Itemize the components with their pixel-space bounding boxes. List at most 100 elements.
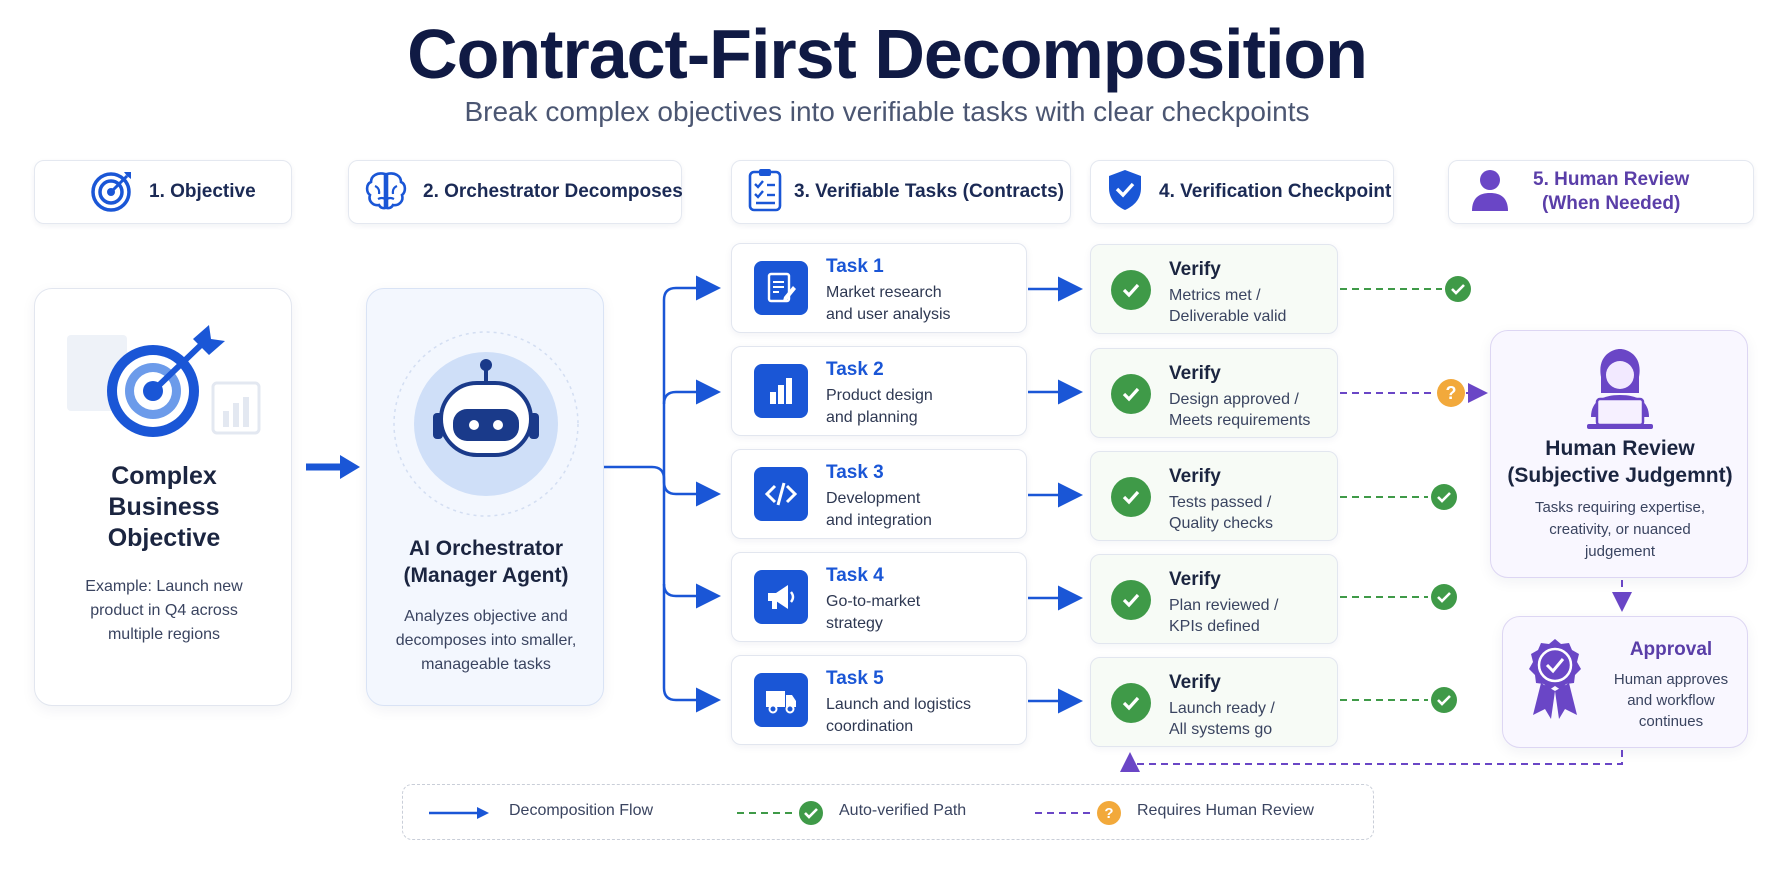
robot-icon: [393, 331, 579, 517]
megaphone-icon: [754, 570, 808, 624]
verify-description: Plan reviewed / KPIs defined: [1169, 595, 1334, 637]
task-name: Task 5: [826, 668, 884, 689]
task-name: Task 2: [826, 359, 884, 380]
objective-card: Complex Business Objective Example: Laun…: [34, 288, 292, 706]
human-review-card: Human Review (Subjective Judgemnt) Tasks…: [1490, 330, 1748, 578]
orchestrator-description: Analyzes objective and decomposes into s…: [381, 605, 591, 677]
page-subtitle: Break complex objectives into verifiable…: [464, 96, 1310, 127]
verify-desc-line: Quality checks: [1169, 515, 1274, 532]
document-edit-icon: [754, 261, 808, 315]
bar-chart-icon: [754, 364, 808, 418]
checklist-icon: [746, 168, 786, 217]
verify-card: Verify Design approved /Meets requiremen…: [1090, 348, 1338, 438]
auto-verified-swatch-icon: [737, 801, 823, 825]
stage-label: 1. Objective: [149, 181, 256, 202]
stage-orchestrator: 2. Orchestrator Decomposes: [348, 160, 683, 224]
verify-title: Verify: [1169, 259, 1221, 280]
task-desc-line: Go-to-market: [826, 593, 921, 610]
verify-card: Verify Tests passed /Quality checks: [1090, 451, 1338, 541]
stage-tasks: 3. Verifiable Tasks (Contracts): [731, 160, 1071, 224]
stage-label: 2. Orchestrator Decomposes: [423, 181, 683, 202]
verify-desc-line: Plan reviewed /: [1169, 597, 1279, 614]
decomposition-flow-swatch-icon: [429, 807, 489, 819]
verify-desc-line: All systems go: [1169, 721, 1273, 738]
stage-objective: 1. Objective: [34, 160, 292, 224]
svg-text:?: ?: [1104, 805, 1113, 822]
orchestrator-title-line: (Manager Agent): [403, 564, 569, 587]
task-name: Task 4: [826, 565, 884, 586]
verify-desc-line: Meets requirements: [1169, 412, 1311, 429]
verify-title: Verify: [1169, 466, 1221, 487]
verify-description: Design approved / Meets requirements: [1169, 389, 1334, 431]
legend-auto-label: Auto-verified Path: [839, 802, 967, 819]
stage-human-review: 5. Human Review (When Needed): [1448, 160, 1754, 224]
verify-title: Verify: [1169, 569, 1221, 590]
verify-desc-line: Deliverable valid: [1169, 308, 1287, 325]
verify-desc-line: Launch ready /: [1169, 700, 1275, 717]
human-review-desc-line: creativity, or nuanced: [1549, 521, 1691, 538]
question-icon: ?: [1437, 379, 1465, 407]
task-name: Task 1: [826, 256, 884, 277]
objective-desc-line: multiple regions: [107, 626, 221, 643]
stage-label-line: 5. Human Review: [1533, 169, 1690, 190]
check-circle-icon: [1111, 477, 1151, 517]
objective-to-orchestrator-arrow: [306, 455, 360, 479]
task-desc-line: and user analysis: [826, 306, 951, 323]
legend-decomposition-label: Decomposition Flow: [509, 802, 654, 819]
legend-human-label: Requires Human Review: [1137, 802, 1314, 819]
auto-check-icon: [1431, 484, 1457, 510]
approval-card: Approval Human approves and workflow con…: [1502, 616, 1748, 748]
approval-title: Approval: [1629, 639, 1713, 660]
page-title: Contract-First Decomposition: [407, 15, 1368, 93]
verify-desc-line: Metrics met /: [1169, 287, 1261, 304]
verify-desc-line: KPIs defined: [1169, 618, 1260, 635]
verify-desc-line: Design approved /: [1169, 391, 1299, 408]
task-desc-line: Product design: [826, 387, 933, 404]
approval-desc-line: and workflow: [1627, 692, 1715, 709]
human-review-desc-line: Tasks requiring expertise,: [1534, 499, 1706, 516]
human-review-title-line: Human Review: [1545, 437, 1695, 460]
auto-check-icon: [1431, 584, 1457, 610]
task-desc-line: Market research: [826, 284, 942, 301]
auto-verified-paths: [1340, 288, 1442, 701]
approval-desc-line: continues: [1638, 713, 1704, 730]
verify-description: Launch ready / All systems go: [1169, 698, 1334, 740]
reviewer-laptop-icon: [1587, 349, 1653, 429]
brain-icon: [363, 168, 409, 217]
stage-label: 5. Human Review (When Needed): [1533, 168, 1689, 216]
orchestrator-title: AI Orchestrator (Manager Agent): [367, 535, 605, 589]
target-illustration-icon: [67, 325, 261, 437]
objective-title-line: Complex: [111, 462, 217, 490]
verify-card: Verify Launch ready /All systems go: [1090, 657, 1338, 747]
stage-verification: 4. Verification Checkpoint: [1090, 160, 1394, 224]
objective-title-line: Objective: [107, 524, 221, 552]
auto-check-icon: [1431, 687, 1457, 713]
svg-text:?: ?: [1446, 383, 1457, 403]
verify-card: Verify Plan reviewed / KPIs defined: [1090, 554, 1338, 644]
check-circle-icon: [1111, 683, 1151, 723]
orchestrator-title-line: AI Orchestrator: [408, 537, 564, 560]
task-name: Task 3: [826, 462, 884, 483]
verify-card: Verify Metrics met / Deliverable valid: [1090, 244, 1338, 334]
orchestrator-desc-line: Analyzes objective and: [404, 608, 568, 625]
task-description: Market research and user analysis: [826, 282, 1016, 326]
verify-description: Metrics met / Deliverable valid: [1169, 285, 1334, 327]
orchestrator-card: AI Orchestrator (Manager Agent) Analyzes…: [366, 288, 604, 706]
human-review-desc-line: judgement: [1584, 543, 1656, 560]
person-icon: [1469, 168, 1511, 217]
target-icon: [91, 168, 135, 217]
human-review-title-line: (Subjective Judgemnt): [1507, 464, 1733, 487]
human-review-swatch-icon: ?: [1035, 801, 1121, 825]
objective-desc-line: product in Q4 across: [90, 602, 238, 619]
objective-desc-line: Example: Launch new: [85, 578, 243, 595]
task-desc-line: Development: [826, 490, 921, 507]
task-card: Task 1 Market research and user analysis: [731, 243, 1027, 333]
objective-description: Example: Launch new product in Q4 across…: [55, 575, 273, 647]
